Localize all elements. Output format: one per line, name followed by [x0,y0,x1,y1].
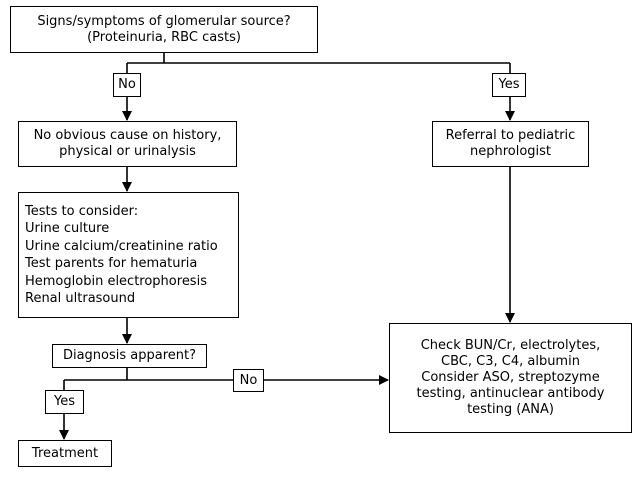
no-obvious-cause-line-1: No obvious cause on history, [33,128,222,143]
referral-box: Referral to pediatric nephrologist [432,121,589,167]
start-question-line-1: Signs/symptoms of glomerular source? [37,13,291,29]
branch-yes-label: Yes [492,73,526,97]
check-labs-line-3: Consider ASO, streptozyme [421,370,600,385]
check-labs-line-2: CBC, C3, C4, albumin [441,354,580,369]
treatment-box: Treatment [18,440,112,467]
no-obvious-cause-line-2: physical or urinalysis [59,144,196,159]
test-item: Urine culture [25,221,110,236]
start-question-line-2: (Proteinuria, RBC casts) [87,29,241,45]
test-item: Urine calcium/creatinine ratio [25,238,218,254]
diagnosis-no-label: No [233,369,264,392]
no-obvious-cause-box: No obvious cause on history, physical or… [18,121,237,167]
tests-heading: Tests to consider: [25,203,139,219]
check-labs-line-4: testing, antinuclear antibody [416,386,605,401]
branch-no-label: No [113,73,141,97]
test-item: Test parents for hematuria [25,256,198,271]
check-labs-line-5: testing (ANA) [467,402,554,417]
test-item: Hemoglobin electrophoresis [25,273,207,289]
diagnosis-yes-label: Yes [45,390,84,414]
start-question-box: Signs/symptoms of glomerular source? (Pr… [10,6,318,53]
test-item: Renal ultrasound [25,291,136,306]
check-labs-line-1: Check BUN/Cr, electrolytes, [420,338,601,353]
referral-line-1: Referral to pediatric [445,128,576,143]
tests-to-consider-box: Tests to consider: Urine culture Urine c… [18,192,239,318]
referral-line-2: nephrologist [469,144,552,159]
check-labs-box: Check BUN/Cr, electrolytes, CBC, C3, C4,… [389,323,632,433]
diagnosis-question-box: Diagnosis apparent? [52,344,207,368]
